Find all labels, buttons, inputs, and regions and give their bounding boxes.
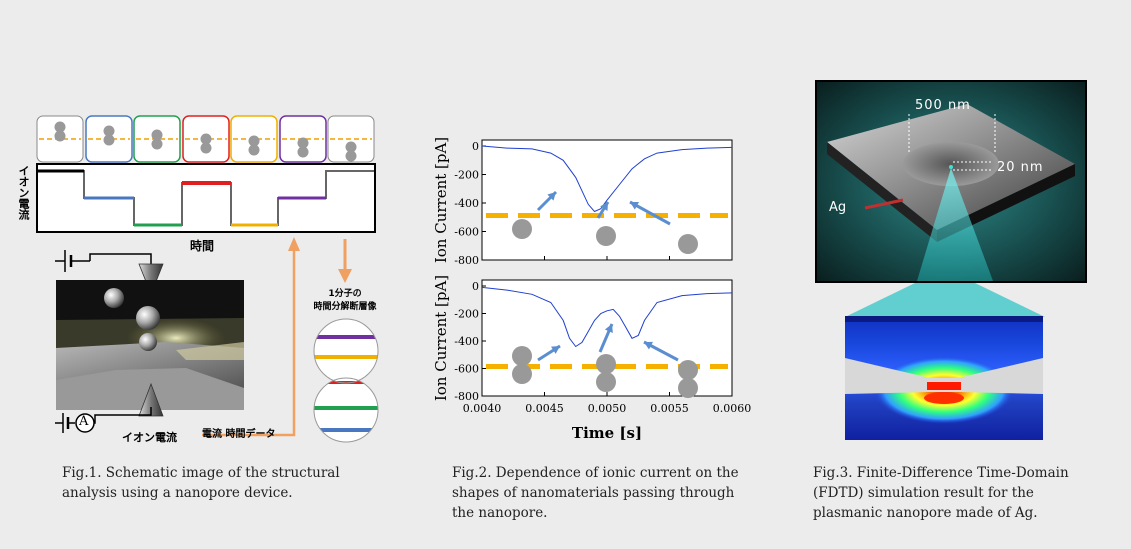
- molecule-frame: [133, 115, 181, 163]
- arrowhead: [644, 341, 653, 350]
- y-axis-label: Ion Current [pA]: [432, 137, 450, 263]
- molecule-frame: [181, 115, 230, 163]
- fig3: 500 nm 20 nm Ag: [815, 80, 1087, 442]
- fig1-frames: [36, 115, 376, 163]
- stripe-blue: [314, 428, 378, 432]
- fig1-summary-label: 1分子の 時間分解断層像: [313, 289, 377, 312]
- fig2-caption: Fig.2. Dependence of ionic current on th…: [452, 463, 748, 523]
- fig1-xlabel: 時間: [190, 239, 215, 253]
- fig1-caption-line: analysis using a nanopore device.: [62, 485, 293, 501]
- fig3-caption: Fig.3. Finite-Difference Time-Domain (FD…: [813, 463, 1082, 523]
- fdtd-field-map: [845, 316, 1043, 440]
- fig1-caption-line: Fig.1. Schematic image of the structural: [62, 465, 340, 481]
- fig3-caption-line: (FDTD) simulation result for the: [813, 485, 1034, 501]
- molecule-frame: [327, 115, 375, 163]
- fig1-ylabel: イオン電流: [17, 165, 30, 220]
- stripe-yellow: [314, 355, 378, 359]
- fig1: イオン電流 時間: [0, 0, 400, 549]
- particle: [678, 234, 698, 254]
- particle: [596, 372, 616, 392]
- particle: [512, 364, 532, 384]
- particle: [596, 226, 616, 246]
- y-tick-label: -600: [454, 226, 479, 239]
- ammeter-circuit-icon: [55, 407, 152, 433]
- ammeter-label: A: [79, 414, 89, 429]
- particle: [596, 354, 616, 374]
- y-axis-label: Ion Current [pA]: [432, 275, 450, 401]
- series-line: [481, 286, 733, 348]
- fig1-molecule-tomogram: [313, 318, 379, 443]
- y-tick-label: -400: [454, 335, 479, 348]
- fig3-3d-render: 500 nm 20 nm Ag: [815, 80, 1087, 283]
- y-tick-label: -200: [454, 169, 479, 182]
- arrowhead: [600, 202, 608, 211]
- particle: [512, 346, 532, 366]
- y-tick-label: -200: [454, 308, 479, 321]
- fig2-caption-line: the nanopore.: [452, 505, 548, 521]
- y-tick-label: 0: [472, 280, 479, 293]
- x-tick-label: 0.0040: [463, 402, 502, 415]
- orange-line: [202, 247, 296, 437]
- label-ag: Ag: [829, 200, 847, 215]
- x-tick-label: 0.0050: [588, 402, 627, 415]
- fig2-caption-line: shapes of nanomaterials passing through: [452, 485, 735, 501]
- current-time-data-label: 電流 時間データ: [202, 429, 276, 440]
- label-500nm: 500 nm: [915, 98, 971, 113]
- fig3-caption-line: Fig.3. Finite-Difference Time-Domain: [813, 465, 1069, 481]
- y-tick-label: -400: [454, 197, 479, 210]
- y-tick-label: 0: [472, 140, 479, 153]
- fig3-caption-line: plasmanic nanopore made of Ag.: [813, 505, 1038, 521]
- arrowhead: [604, 324, 613, 333]
- particle: [512, 219, 532, 239]
- y-tick-label: -600: [454, 363, 479, 376]
- fig2-caption-line: Fig.2. Dependence of ionic current on th…: [452, 465, 739, 481]
- arrowhead: [630, 202, 639, 210]
- x-axis-label: Time [s]: [572, 424, 642, 442]
- particle: [678, 360, 698, 380]
- top-electrode-icon: [138, 263, 164, 296]
- molecule-frame: [230, 115, 278, 163]
- series-line: [481, 145, 733, 213]
- orange-arrowhead-up: [288, 237, 300, 251]
- stripe-green: [314, 406, 378, 410]
- y-tick-label: -800: [454, 254, 479, 267]
- orange-arrowhead-down: [338, 269, 352, 283]
- x-tick-label: 0.0045: [525, 402, 564, 415]
- fig3-beam: [845, 283, 1045, 317]
- molecule-frame: [278, 115, 327, 163]
- battery-icon: [55, 250, 152, 272]
- fig1-arrows: [202, 237, 352, 437]
- arrowhead: [547, 192, 556, 201]
- y-tick-label: -800: [454, 390, 479, 403]
- particle: [678, 378, 698, 398]
- arrowhead: [551, 346, 560, 354]
- x-tick-label: 0.0060: [713, 402, 752, 415]
- fig1-current-plot: [36, 163, 376, 233]
- stripe-purple: [314, 335, 378, 339]
- label-20nm: 20 nm: [997, 160, 1044, 175]
- ion-current-label: イオン電流: [122, 431, 177, 444]
- fig1-caption: Fig.1. Schematic image of the structural…: [62, 463, 350, 503]
- molecule-frame: [36, 115, 84, 163]
- molecule-frame: [84, 115, 133, 163]
- x-tick-label: 0.0055: [650, 402, 689, 415]
- bottom-electrode-icon: [138, 382, 164, 417]
